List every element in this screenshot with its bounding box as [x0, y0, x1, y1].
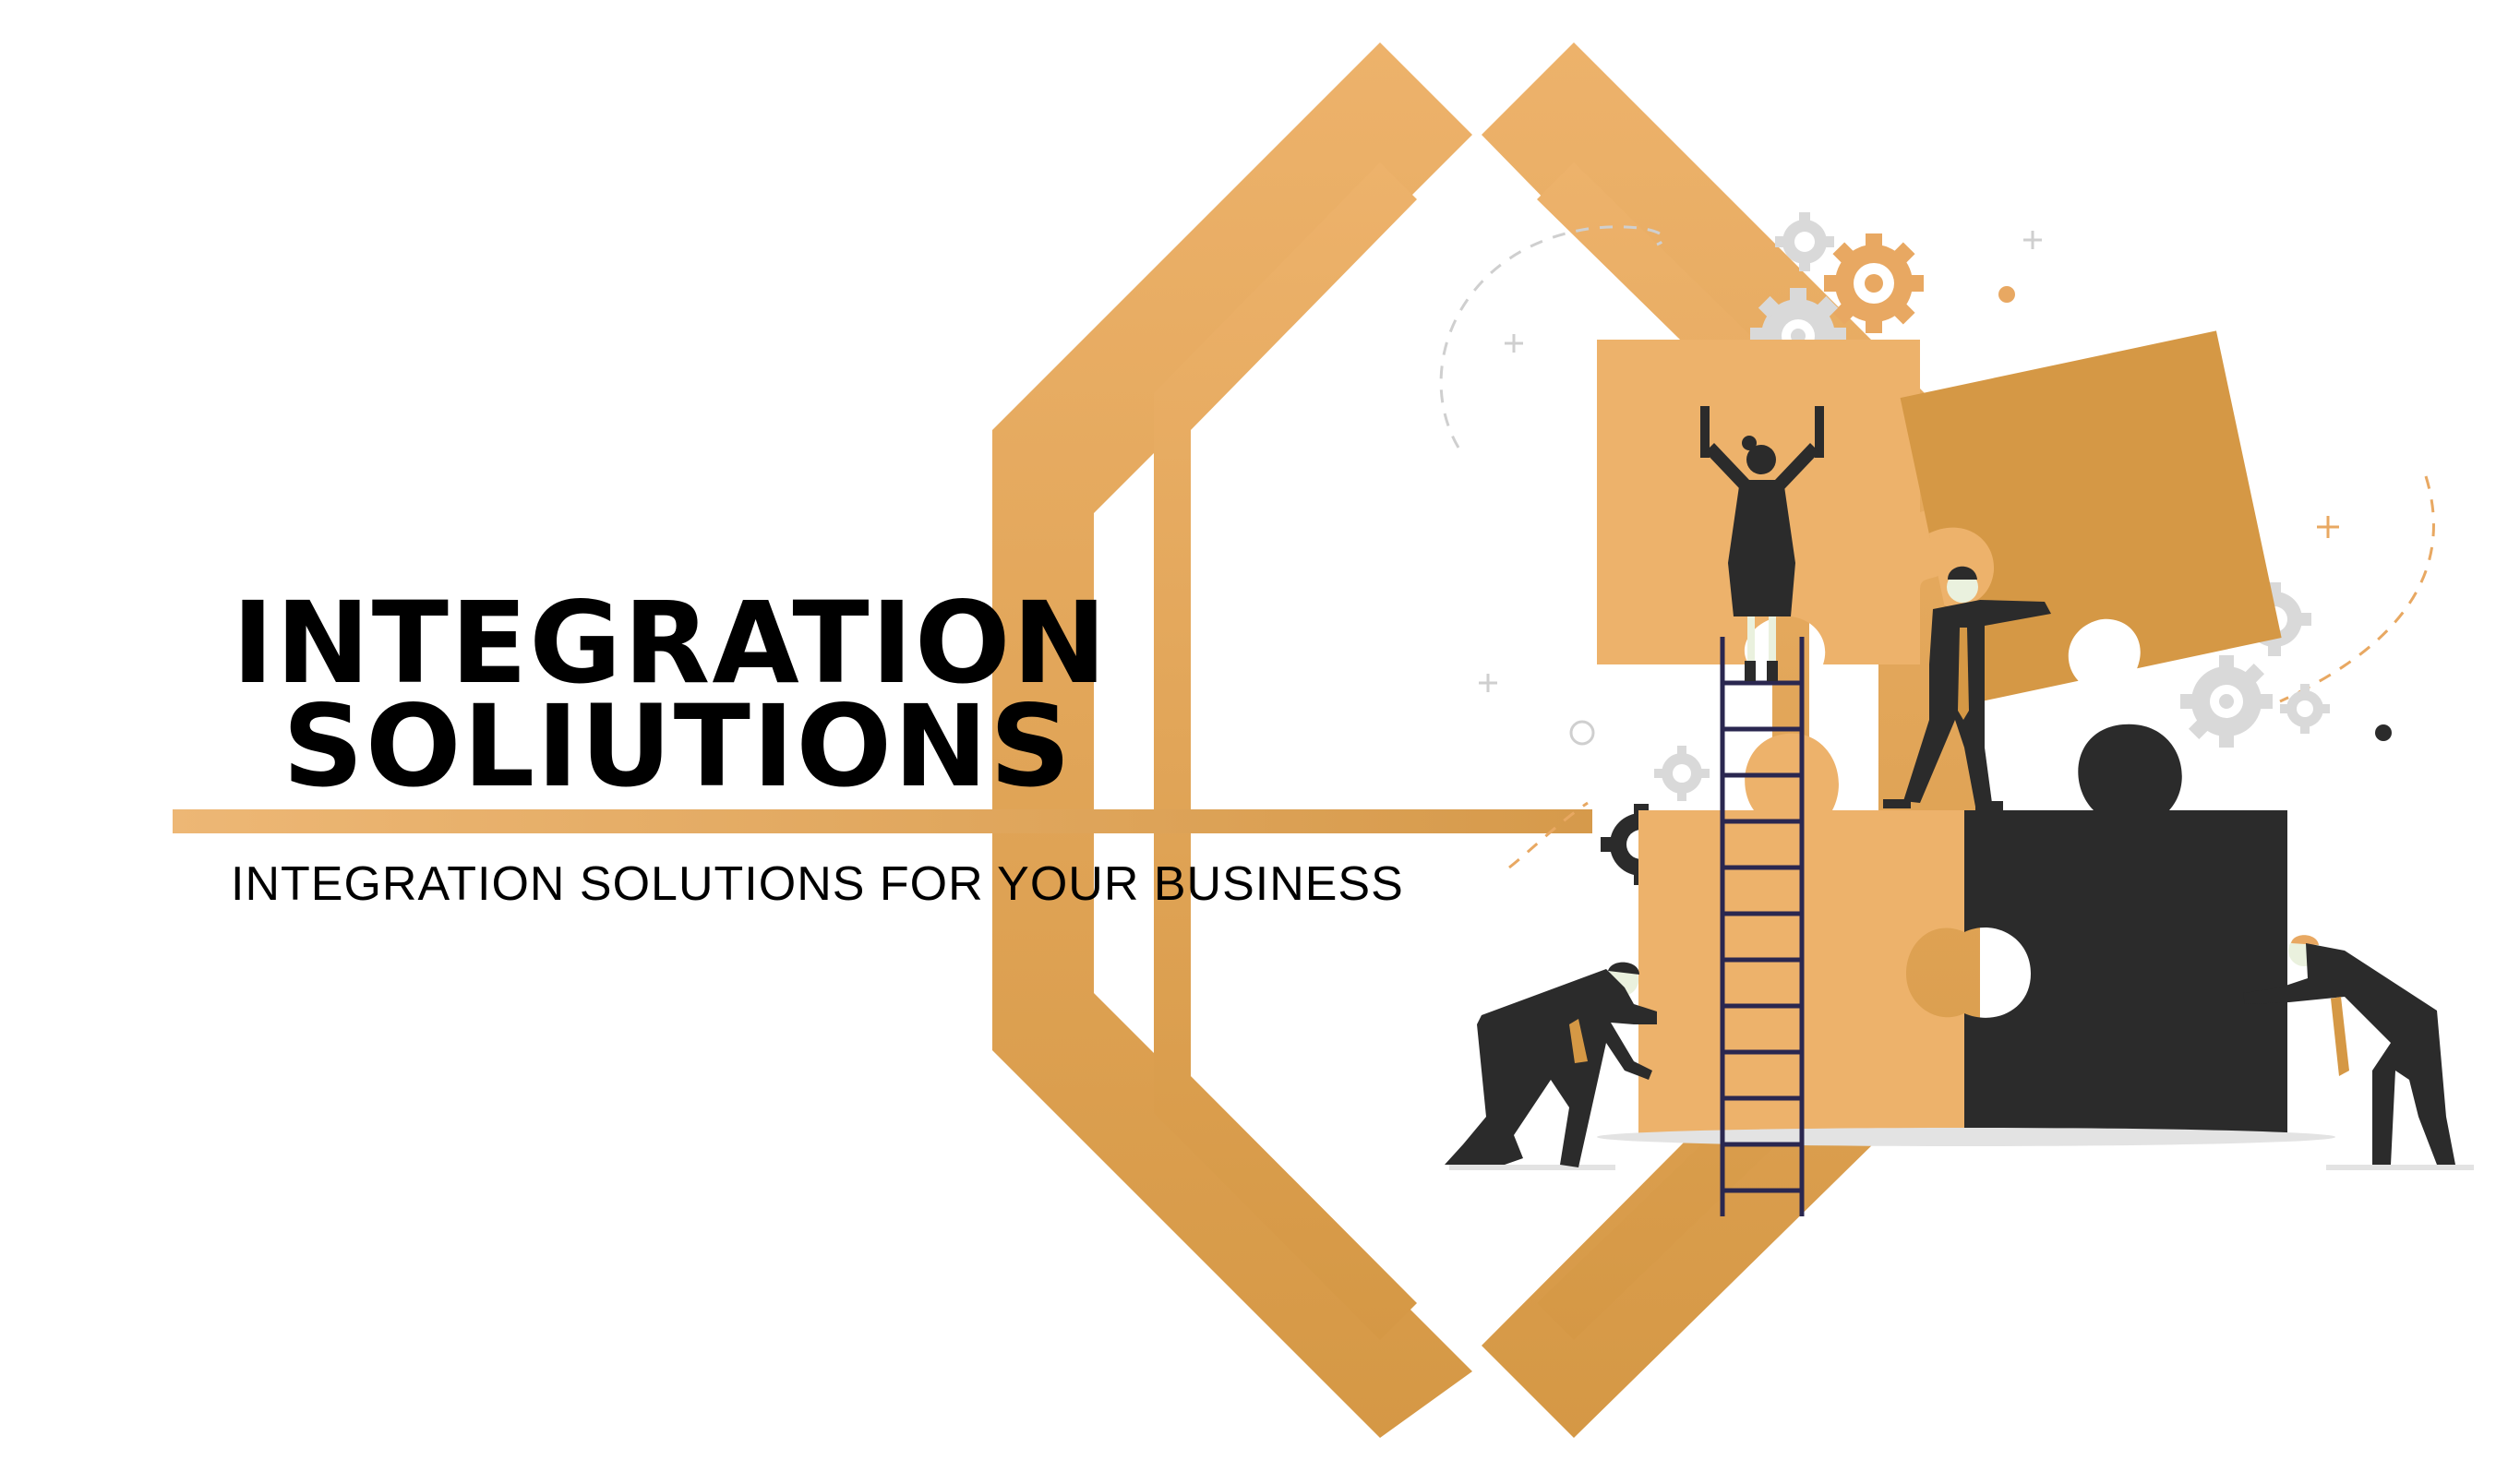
gear-icon — [1824, 233, 1924, 333]
page-title-line-1: INTEGRATION — [232, 578, 1109, 709]
person-icon — [1883, 566, 2051, 810]
person-icon — [2243, 935, 2455, 1165]
accent-bar — [173, 809, 1592, 833]
gear-icon — [2280, 684, 2330, 734]
gear-icon — [1775, 212, 1834, 271]
tagline: INTEGRATION SOLUTIONS FOR YOUR BUSINESS — [231, 857, 1404, 911]
gear-icon — [2180, 655, 2273, 748]
page-title-line-2: SOLIUTIONS — [282, 681, 1074, 812]
ladder-icon — [1720, 637, 1805, 1216]
gear-icon — [1654, 746, 1710, 801]
chevron-band-left-outer — [992, 42, 1472, 1438]
person-icon — [1700, 406, 1824, 681]
ground-shadows — [1449, 1128, 2474, 1170]
decor-marks — [1479, 231, 2392, 746]
puzzle-piece-icon — [1964, 724, 2287, 1133]
person-icon — [1445, 962, 1657, 1167]
dashed-arcs — [1439, 225, 2435, 869]
